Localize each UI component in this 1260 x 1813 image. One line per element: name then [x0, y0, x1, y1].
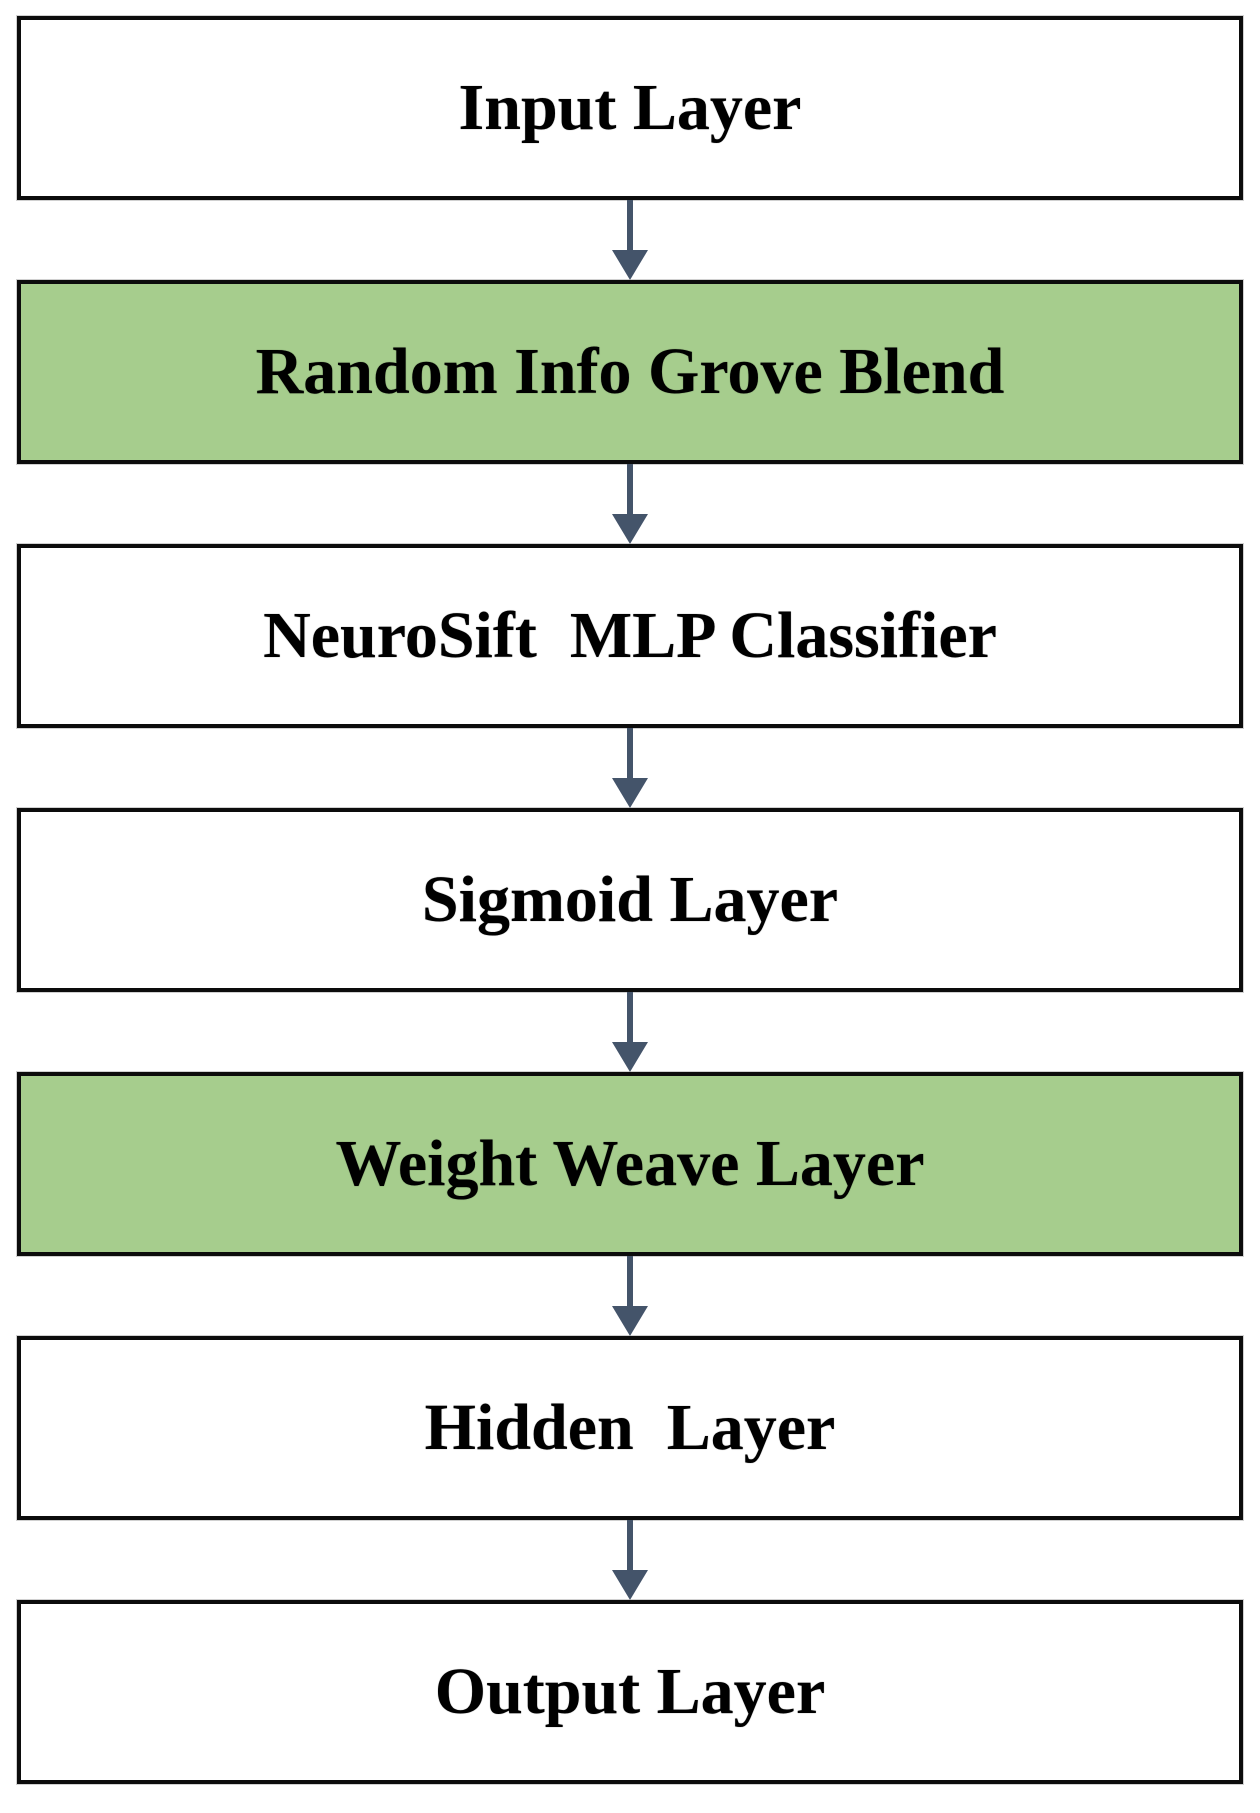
node-output-layer: Output Layer [17, 1600, 1243, 1784]
node-label: NeuroSift MLP Classifier [263, 599, 997, 672]
node-label: Hidden Layer [424, 1391, 836, 1464]
arrow-down-icon [17, 464, 1243, 544]
arrow-down-icon [17, 200, 1243, 280]
arrow-down-icon [17, 992, 1243, 1072]
node-weight-weave-layer: Weight Weave Layer [17, 1072, 1243, 1256]
arrow-down-icon [17, 1256, 1243, 1336]
arrow-down-icon [17, 1520, 1243, 1600]
node-label: Random Info Grove Blend [255, 335, 1005, 408]
node-label: Output Layer [434, 1655, 826, 1728]
node-hidden-layer: Hidden Layer [17, 1336, 1243, 1520]
node-label: Input Layer [458, 71, 802, 144]
node-neurosift-mlp-classifier: NeuroSift MLP Classifier [17, 544, 1243, 728]
node-label: Weight Weave Layer [335, 1127, 925, 1200]
arrow-down-icon [17, 728, 1243, 808]
node-label: Sigmoid Layer [421, 863, 839, 936]
node-sigmoid-layer: Sigmoid Layer [17, 808, 1243, 992]
node-random-info-grove-blend: Random Info Grove Blend [17, 280, 1243, 464]
node-input-layer: Input Layer [17, 16, 1243, 200]
